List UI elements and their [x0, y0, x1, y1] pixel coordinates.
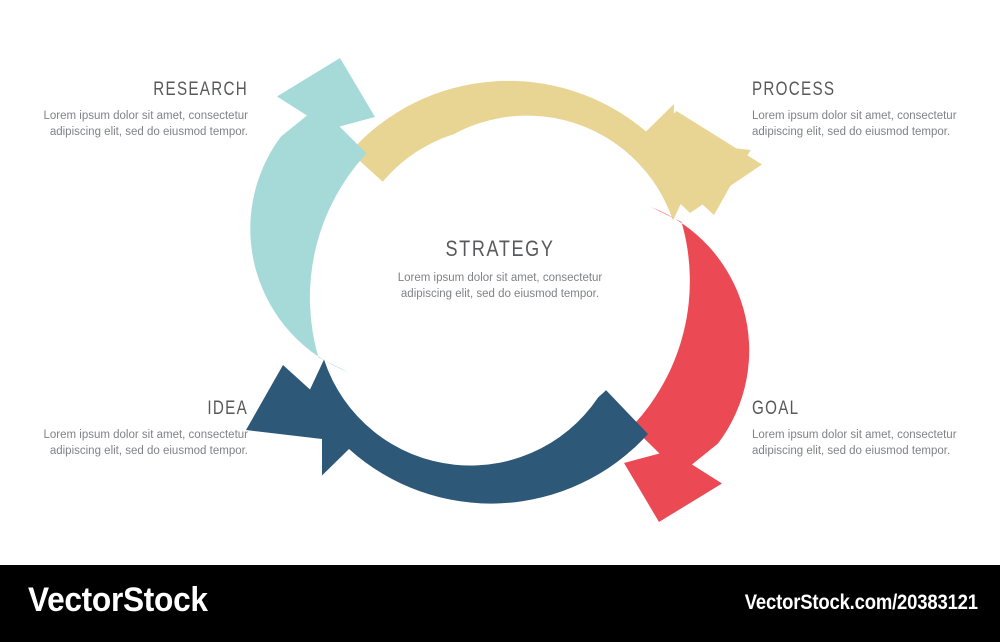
vectorstock-logo: VectorStock	[28, 581, 208, 619]
center-body: Lorem ipsum dolor sit amet, consectetur …	[397, 272, 603, 301]
cycle-diagram: RESEARCH Lorem ipsum dolor sit amet, con…	[38, 58, 962, 522]
arrow-segment-process-shape[interactable]	[350, 80, 751, 221]
vectorstock-url: VectorStock.com/20383121	[744, 591, 978, 614]
cycle-arrows-svg	[246, 58, 762, 522]
segment-title-research: RESEARCH	[153, 79, 248, 100]
segment-label-goal: GOAL Lorem ipsum dolor sit amet, consect…	[752, 399, 962, 460]
segment-label-research: RESEARCH Lorem ipsum dolor sit amet, con…	[38, 80, 248, 141]
arrow-segment-research[interactable]	[250, 58, 375, 373]
watermark-bar: VectorStock VectorStock.com/20383121	[0, 565, 1000, 642]
center-disc	[347, 127, 653, 433]
segment-label-process: PROCESS Lorem ipsum dolor sit amet, cons…	[752, 80, 962, 141]
segment-title-idea: IDEA	[207, 398, 248, 419]
center-label: STRATEGY Lorem ipsum dolor sit amet, con…	[380, 238, 620, 303]
segment-body-research: Lorem ipsum dolor sit amet, consectetur …	[43, 110, 248, 139]
center-title: STRATEGY	[445, 236, 555, 261]
segment-body-process: Lorem ipsum dolor sit amet, consectetur …	[752, 110, 957, 139]
arrow-segment-idea[interactable]	[246, 359, 648, 504]
segment-title-goal: GOAL	[752, 398, 800, 419]
segment-body-idea: Lorem ipsum dolor sit amet, consectetur …	[43, 429, 248, 458]
segment-label-idea: IDEA Lorem ipsum dolor sit amet, consect…	[38, 399, 248, 460]
segment-title-process: PROCESS	[752, 79, 836, 100]
arrow-segment-goal[interactable]	[624, 207, 750, 522]
segment-body-goal: Lorem ipsum dolor sit amet, consectetur …	[752, 429, 957, 458]
